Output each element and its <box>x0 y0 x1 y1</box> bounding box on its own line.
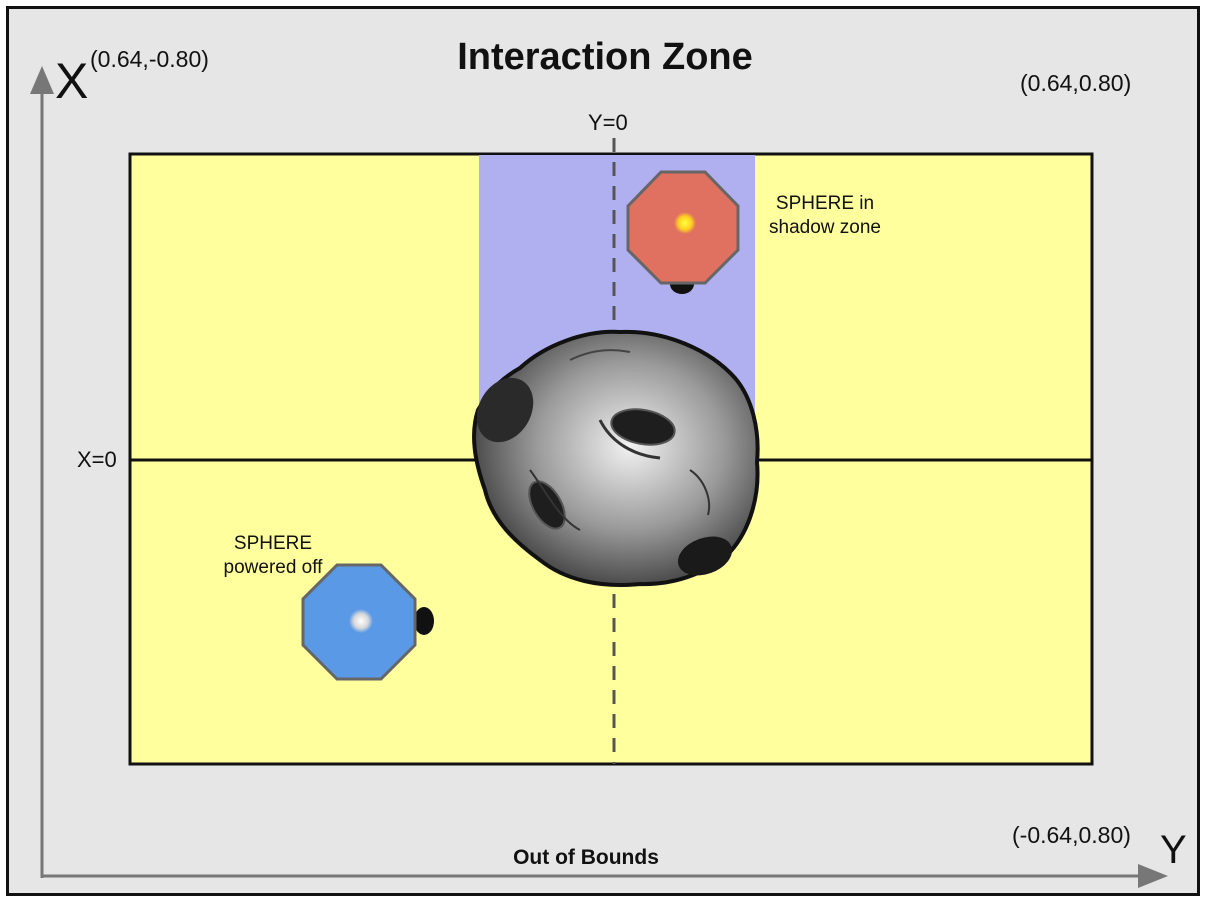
y-zero-label: Y=0 <box>588 110 628 135</box>
sphere-light-on <box>674 212 696 234</box>
out-of-bounds-label: Out of Bounds <box>513 846 659 869</box>
diagram-title: Interaction Zone <box>457 36 753 78</box>
sphere-light-off <box>349 609 373 633</box>
coord-bottom-right: (-0.64,0.80) <box>1012 822 1131 848</box>
asteroid <box>472 329 760 587</box>
sphere-shadow-label: SPHERE in shadow zone <box>769 193 881 238</box>
x-zero-label: X=0 <box>77 447 117 472</box>
y-axis-label: Y <box>1160 828 1187 872</box>
coord-top-left: (0.64,-0.80) <box>90 46 209 72</box>
sphere-shadow-zone <box>626 170 740 294</box>
sphere-off-label: SPHERE powered off <box>223 533 323 578</box>
x-axis <box>30 66 54 878</box>
coord-top-right: (0.64,0.80) <box>1020 70 1132 96</box>
sphere-powered-off <box>301 563 434 681</box>
y-axis <box>42 864 1168 888</box>
x-axis-label: X <box>55 53 89 109</box>
